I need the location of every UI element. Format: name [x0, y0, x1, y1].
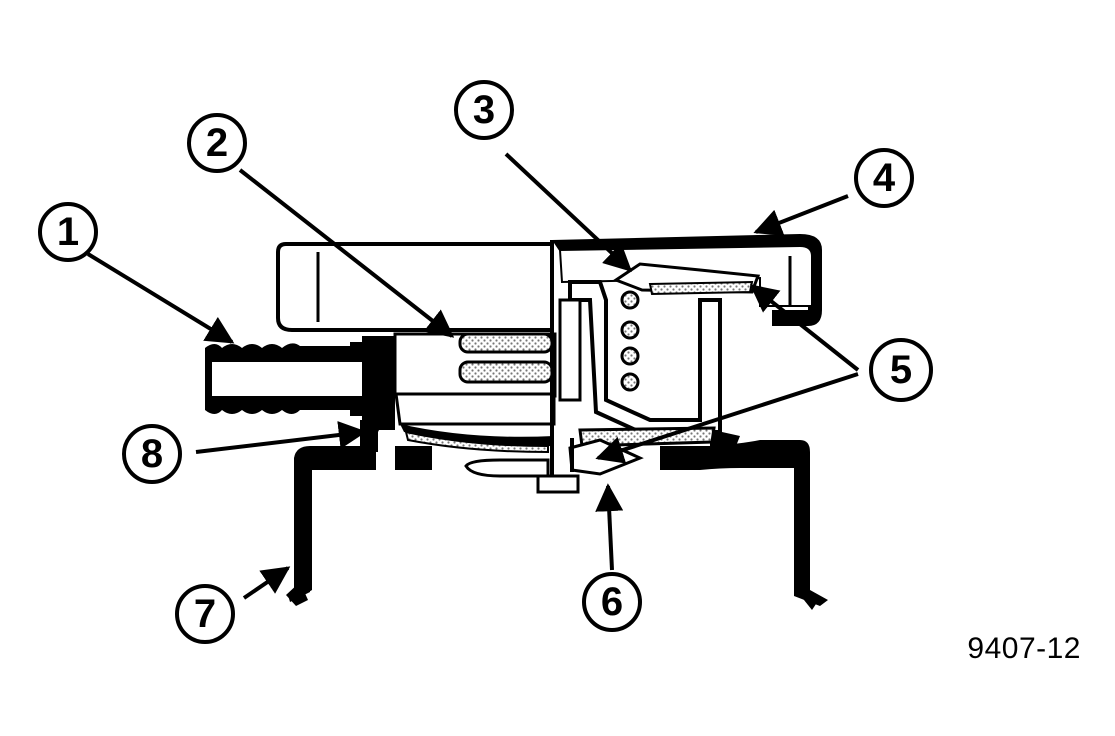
leader-6 — [595, 483, 624, 571]
figure-id: 9407-12 — [967, 632, 1081, 665]
callout-1-label: 1 — [57, 210, 79, 254]
callout-8-label: 8 — [141, 432, 163, 476]
overflow-nipple — [205, 336, 395, 430]
leader-2 — [238, 168, 455, 338]
callout-4-label: 4 — [873, 156, 896, 200]
callout-5: 5 — [869, 338, 933, 402]
callout-4: 4 — [854, 148, 914, 208]
callout-3-label: 3 — [473, 88, 495, 132]
callout-7: 7 — [175, 584, 235, 644]
leader-5b — [595, 372, 859, 464]
leader-3 — [504, 152, 633, 272]
leader-4 — [753, 194, 849, 236]
callout-1: 1 — [38, 202, 98, 262]
pressure-spring — [612, 262, 761, 392]
callout-7-label: 7 — [194, 592, 216, 636]
upper-spring — [458, 332, 554, 384]
callout-6-label: 6 — [601, 580, 623, 624]
leader-8 — [195, 421, 367, 454]
callout-2-label: 2 — [206, 121, 228, 165]
leader-lines — [86, 152, 860, 600]
callout-3: 3 — [454, 80, 514, 140]
leader-7 — [242, 566, 291, 600]
callout-2: 2 — [187, 113, 247, 173]
callout-8: 8 — [122, 424, 182, 484]
callout-5-label: 5 — [890, 348, 912, 392]
leader-5a — [749, 284, 860, 372]
callout-6: 6 — [582, 572, 642, 632]
leader-1 — [86, 252, 235, 344]
